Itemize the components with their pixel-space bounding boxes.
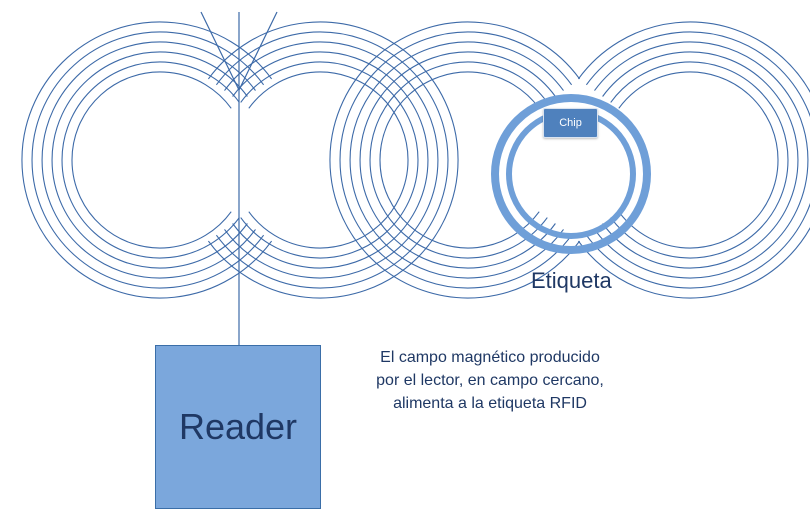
field-arc-group-3-arc-5 bbox=[339, 31, 573, 289]
field-arc-group-1-arc-5 bbox=[31, 31, 265, 289]
caption-line-1: El campo magnético producido bbox=[380, 349, 600, 366]
reader-box: Reader bbox=[155, 345, 321, 509]
field-arc-group-4-arc-6 bbox=[577, 21, 810, 299]
field-arc-group-2-arc-5 bbox=[215, 31, 449, 289]
field-arc-group-1-arc-2 bbox=[61, 61, 240, 259]
field-arc-group-1-arc-6 bbox=[21, 21, 273, 299]
reader-label: Reader bbox=[178, 406, 298, 447]
antenna-arm-left bbox=[200, 11, 240, 91]
field-arc-group-1-arc-4 bbox=[41, 41, 256, 279]
tag-label: Etiqueta bbox=[531, 268, 612, 293]
field-arc-group-1-arc-3 bbox=[51, 51, 248, 269]
field-arc-group-2-arc-6 bbox=[207, 21, 459, 299]
magnetic-field-arcs bbox=[21, 21, 810, 299]
tag-ring-outer bbox=[491, 94, 651, 254]
field-arc-group-3-arc-4 bbox=[349, 41, 564, 279]
field-arc-group-2-arc-2 bbox=[240, 61, 419, 259]
field-arc-group-3-arc-2 bbox=[369, 61, 548, 259]
caption: El campo magnético producido por el lect… bbox=[348, 346, 632, 415]
field-arc-group-2-arc-4 bbox=[224, 41, 439, 279]
antenna bbox=[200, 11, 278, 345]
chip-label: Chip bbox=[559, 117, 582, 129]
field-arc-group-4-arc-3 bbox=[602, 51, 799, 269]
field-arc-group-4-arc-1 bbox=[618, 71, 779, 249]
field-arc-group-2-arc-1 bbox=[248, 71, 409, 249]
caption-line-2: por el lector, en campo cercano, bbox=[376, 372, 604, 389]
field-arc-group-4-arc-5 bbox=[585, 31, 810, 289]
field-arc-group-2-arc-3 bbox=[232, 51, 429, 269]
field-arc-group-4-arc-2 bbox=[610, 61, 789, 259]
field-arc-group-1-arc-1 bbox=[71, 71, 232, 249]
field-arc-group-3-arc-1 bbox=[379, 71, 540, 249]
field-arc-group-3-arc-6 bbox=[329, 21, 581, 299]
caption-line-3: alimenta a la etiqueta RFID bbox=[393, 395, 587, 412]
antenna-arm-right bbox=[238, 11, 278, 91]
chip-box: Chip bbox=[543, 108, 598, 138]
field-arc-group-4-arc-4 bbox=[594, 41, 809, 279]
field-arc-group-3-arc-3 bbox=[359, 51, 556, 269]
